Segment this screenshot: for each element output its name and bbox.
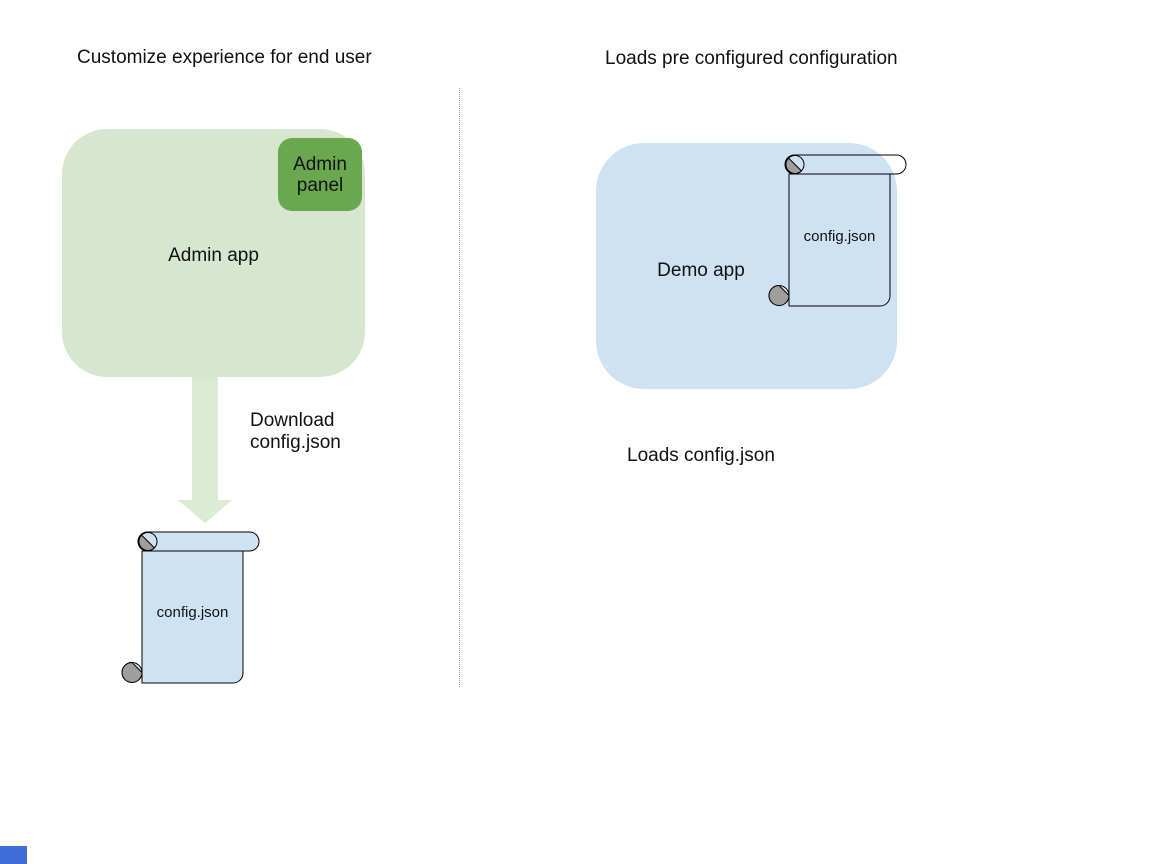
down-arrow-icon — [178, 377, 232, 523]
scroll-top-roll — [784, 154, 907, 175]
admin-panel-box: Admin panel — [278, 138, 362, 211]
scroll-outline-group — [121, 531, 260, 684]
admin-panel-label: Admin panel — [293, 153, 347, 196]
right-section-title: Loads pre configured configuration — [605, 48, 898, 69]
top-curl-shade — [138, 534, 155, 552]
right-config-file-label: config.json — [803, 228, 876, 245]
scroll-curl-shading — [768, 157, 802, 306]
scroll-body — [141, 550, 244, 684]
down-arrow-shape — [178, 377, 232, 523]
admin-app-label: Admin app — [168, 245, 259, 266]
section-divider-line — [459, 88, 460, 687]
bottom-curl-shade — [768, 285, 790, 306]
config-file-scroll-icon — [768, 154, 907, 307]
top-curl-shade — [785, 157, 802, 175]
admin-app-box: Admin panel Admin app — [62, 129, 365, 377]
scroll-outline-group — [768, 154, 907, 307]
download-arrow-label: Download config.json — [250, 410, 341, 453]
left-section-title: Customize experience for end user — [77, 47, 372, 68]
scroll-body — [788, 173, 891, 307]
demo-app-label: Demo app — [657, 260, 745, 281]
bottom-curl-shade — [121, 662, 143, 683]
loads-config-caption: Loads config.json — [627, 445, 775, 466]
scroll-curl-shading — [121, 534, 155, 683]
demo-app-box: Demo app — [596, 143, 897, 389]
corner-marker — [0, 846, 27, 864]
config-file-scroll-icon — [121, 531, 260, 684]
scroll-top-roll — [137, 531, 260, 552]
left-config-file-label: config.json — [156, 604, 229, 621]
